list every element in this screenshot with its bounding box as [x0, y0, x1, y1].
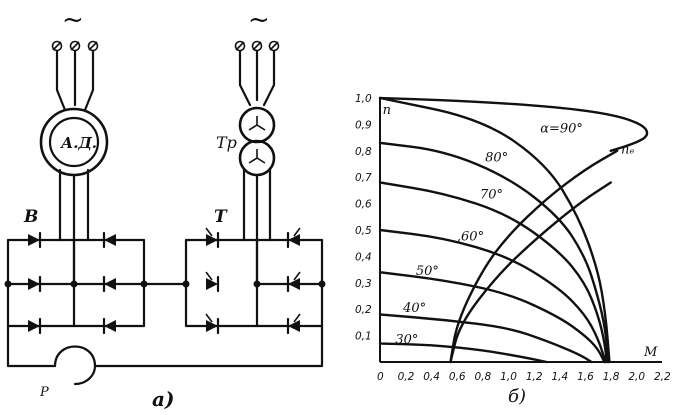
rectifier-bridge: В	[4, 207, 188, 335]
y-tick-label: 0,2	[355, 304, 372, 316]
caption-a: а)	[152, 387, 174, 411]
curve-label: ,60°	[457, 230, 484, 245]
diode	[102, 231, 116, 249]
x-tick-label: 2,2	[654, 371, 671, 383]
y-tick-label: 0,5	[355, 225, 372, 237]
y-tick-label: 0,3	[355, 278, 372, 290]
y-tick-label: 0,8	[355, 146, 372, 158]
series-line-4	[378, 271, 606, 364]
curve-label: α=90°	[540, 121, 583, 136]
x-tick-label: 1,0	[500, 371, 517, 383]
curve-label: 40°	[402, 301, 426, 316]
thyristor	[205, 227, 220, 249]
series-line-2	[378, 181, 609, 364]
series-line-6	[378, 342, 548, 364]
right-terminals	[234, 40, 280, 52]
chart-axes	[379, 98, 662, 363]
series-line-0	[378, 96, 649, 152]
x-tick-label: 0,6	[449, 371, 466, 383]
y-tick-label: 0,7	[355, 172, 372, 184]
series-line-8	[378, 96, 611, 364]
diode	[102, 275, 116, 293]
curve-label: nₑ	[621, 142, 634, 157]
thyristor	[286, 313, 301, 335]
induction-motor: А.Д.	[39, 107, 109, 177]
dc-link-reactor: Р	[6, 324, 324, 400]
y-tick-label: 0,4	[355, 251, 372, 263]
series-line-1	[378, 141, 610, 364]
left-terminals	[51, 40, 99, 52]
y-tick-label: 0,9	[355, 119, 372, 131]
reactor-label: Р	[39, 385, 49, 400]
rectifier-label: В	[23, 207, 38, 227]
x-tick-label: 0,8	[475, 371, 492, 383]
x-tick-label: 1,2	[526, 371, 543, 383]
y-tick-label: 0,1	[355, 331, 372, 343]
transformer: Тр	[216, 106, 276, 177]
thyristor	[205, 313, 220, 335]
curve-labels: α=90° 80° 70° ,60° 50° 40° 30° n nₑ	[383, 103, 635, 348]
x-tick-label: 0	[377, 371, 384, 383]
series-line-3	[378, 228, 607, 364]
caption-b: б)	[508, 386, 526, 407]
motor-supply-wires	[55, 49, 95, 112]
ac-symbol-left: ~	[62, 5, 84, 35]
diode	[28, 275, 42, 293]
x-tick-label: 0,2	[398, 371, 415, 383]
thyristor	[205, 271, 220, 293]
thyristor	[286, 271, 301, 293]
curve-label: 50°	[416, 264, 439, 279]
thyristor-inverter: Т	[182, 207, 326, 335]
series-line-5	[378, 313, 593, 364]
ac-symbol-right: ~	[248, 5, 270, 35]
diode	[28, 231, 42, 249]
x-tick-label: 2,0	[628, 371, 645, 383]
x-axis-label: M	[643, 345, 658, 360]
diode	[28, 317, 42, 335]
diode	[102, 317, 116, 335]
y-tick-label: 1,0	[355, 93, 372, 105]
x-tick-label: 1,6	[577, 371, 594, 383]
x-tick-label: 1,4	[551, 371, 568, 383]
series-line-9	[449, 181, 612, 364]
x-tick-labels: 0 0,2 0,4 0,6 0,8 1,0 1,2 1,4 1,6 1,8 2,0 2,2	[377, 371, 671, 383]
curve-label: 30°	[395, 333, 418, 348]
inverter-label: Т	[214, 207, 228, 227]
curve-label: n	[383, 103, 391, 118]
chart-curves	[378, 96, 649, 364]
x-tick-label: 0,4	[423, 371, 440, 383]
transformer-label: Тр	[216, 133, 237, 152]
curve-label: 80°	[485, 150, 508, 165]
curve-label: 70°	[480, 187, 503, 202]
y-tick-label: 0,6	[355, 199, 372, 211]
series-line-7	[449, 149, 619, 364]
schematic-a: ~ ~ А.Д. Тр	[4, 5, 326, 411]
motor-label: А.Д.	[60, 134, 97, 152]
transformer-supply-wires	[238, 49, 276, 107]
y-tick-labels: 0,1 0,2 0,3 0,4 0,5 0,6 0,7 0,8 0,9 1,0	[355, 93, 372, 343]
x-tick-label: 1,8	[603, 371, 620, 383]
thyristor	[286, 227, 301, 249]
